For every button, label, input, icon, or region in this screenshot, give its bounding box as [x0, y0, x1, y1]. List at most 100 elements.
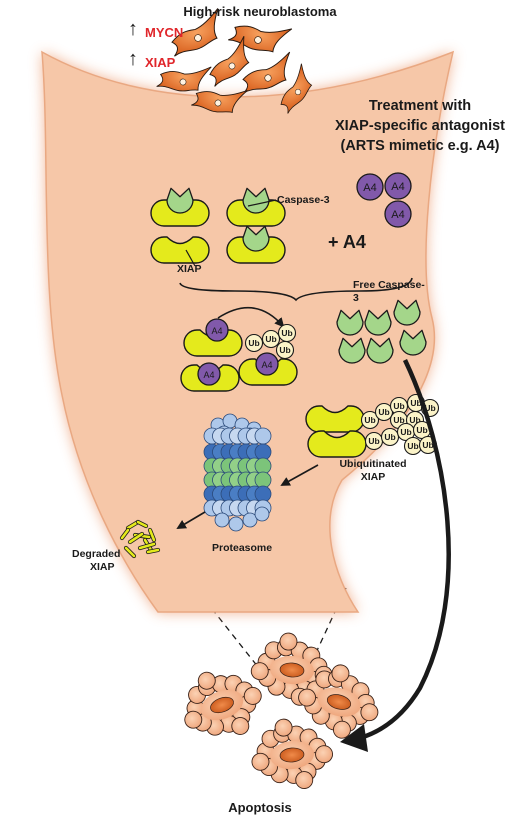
ub-text: Ub: [281, 328, 292, 338]
apoptotic-bleb: [360, 703, 379, 722]
a4-text: A4: [391, 209, 404, 221]
neuron-nucleus: [228, 62, 236, 70]
a4-text: A4: [261, 360, 272, 370]
a4-molecule: A4: [197, 362, 221, 386]
figure-title: High-risk neuroblastoma: [183, 4, 337, 19]
xiap-fragment: [124, 546, 136, 558]
caspase3-protein: [338, 337, 366, 364]
apoptotic-core: [326, 694, 352, 710]
caspase3-protein: [242, 187, 270, 214]
proteasome-subunit: [242, 512, 258, 528]
a4-text: A4: [203, 370, 214, 380]
neuroblastoma-cell-icon: [209, 36, 250, 87]
apoptotic-core: [279, 662, 305, 678]
a4-molecule: A4: [255, 352, 279, 376]
neuron-nucleus: [254, 36, 262, 44]
neuroblastoma-cell-icon: [280, 63, 313, 114]
neuron-nucleus: [214, 99, 222, 107]
caspase3-pointer-line: [247, 199, 277, 207]
caspase3-protein: [366, 337, 394, 364]
caspase3-label: Caspase-3: [277, 194, 330, 206]
ub-text: Ub: [364, 415, 375, 425]
neuroblastoma-cell-icon: [191, 89, 248, 113]
neuroblastoma-cell-icon: [228, 25, 293, 53]
xiap-bound-label: XIAP: [177, 263, 202, 275]
apoptotic-bleb: [331, 664, 350, 683]
ubiquitinated-xiap-label: Ubiquitinated XIAP: [339, 458, 407, 483]
apoptosis-arrow: [359, 359, 451, 741]
ubiquitin: Ub: [374, 402, 394, 422]
ub-text: Ub: [409, 415, 420, 425]
apoptotic-bleb: [251, 752, 270, 771]
ubiquitin: Ub: [261, 329, 281, 349]
a4-circle: [356, 173, 384, 201]
a4-text: A4: [391, 181, 404, 193]
ub-text: Ub: [416, 425, 427, 435]
apoptosis-label: Apoptosis: [228, 800, 292, 815]
proteasome-subunit: [214, 512, 230, 528]
a4-circle: [255, 352, 279, 376]
mycn-label: MYCN: [145, 25, 184, 40]
apoptotic-core: [210, 696, 234, 714]
a4-molecule: A4: [356, 173, 384, 201]
neuron-body: [242, 51, 291, 94]
a4-molecule: A4: [205, 318, 229, 342]
ubiquitin: Ub: [244, 333, 264, 353]
xiap-protein: [307, 430, 367, 458]
ub-text: Ub: [410, 398, 421, 408]
caspase3-protein: [336, 309, 364, 336]
caspase3-protein: [364, 309, 392, 336]
apoptotic-cell: [298, 664, 379, 739]
proteasome-label: Proteasome: [212, 542, 273, 554]
a4-molecule: A4: [384, 200, 412, 228]
ubiquitin: Ub: [380, 427, 400, 447]
caspase3-protein: [166, 187, 194, 214]
ub-text: Ub: [279, 345, 290, 355]
a4-molecule: A4: [384, 172, 412, 200]
apoptotic-bleb: [250, 662, 269, 681]
ub-text: Ub: [393, 415, 404, 425]
apoptotic-cell: [251, 718, 334, 789]
ub-circle: [261, 329, 281, 349]
ub-text: Ub: [265, 334, 276, 344]
ubiquitination-arrow: [217, 306, 285, 328]
xiap-fragment: [120, 528, 130, 540]
ubiquitin: Ub: [360, 410, 380, 430]
neuron-body: [280, 63, 313, 114]
neuroblastoma-cell-icon: [156, 66, 212, 92]
neuroblastoma-cell: [41, 50, 455, 613]
apoptotic-bleb: [279, 632, 298, 651]
neuron-nucleus: [179, 78, 187, 86]
treatment-line-3: (ARTS mimetic e.g. A4): [340, 138, 500, 154]
caspase3-protein: [399, 329, 427, 356]
proteasome-subunit: [228, 516, 244, 532]
degraded-xiap-label: Degraded XIAP: [72, 548, 121, 573]
up-arrow-icon: ↑: [128, 18, 138, 40]
a4-text: A4: [363, 182, 376, 194]
ub-circle: [360, 410, 380, 430]
ub-text: Ub: [400, 427, 411, 437]
grouping-brace: [179, 277, 413, 302]
xiap-pointer-line: [185, 249, 196, 267]
apoptotic-cell: [184, 671, 262, 736]
ubiquitin: Ub: [275, 340, 295, 360]
xiap-fragment: [148, 528, 156, 542]
a4-circle: [384, 172, 412, 200]
ub-text: Ub: [407, 441, 418, 451]
xiap-fragment: [138, 542, 156, 550]
degradation-arrow: [280, 464, 319, 486]
xiap-fragment: [146, 548, 160, 554]
free-caspase3-label: Free Caspase- 3: [353, 279, 425, 304]
apoptotic-bleb: [231, 717, 250, 735]
neuroblastoma-cell-icon: [242, 51, 291, 94]
degraded-xiap-fragments: [119, 519, 161, 559]
degradation-arrow: [176, 511, 206, 529]
neuron-nucleus: [264, 74, 272, 82]
ub-circle: [244, 333, 264, 353]
ub-text: Ub: [393, 401, 404, 411]
plus-a4-label: + A4: [328, 232, 366, 252]
xiap-protein: [150, 236, 210, 264]
a4-text: A4: [211, 326, 222, 336]
neuroblastoma-cell-icon: [171, 8, 219, 57]
